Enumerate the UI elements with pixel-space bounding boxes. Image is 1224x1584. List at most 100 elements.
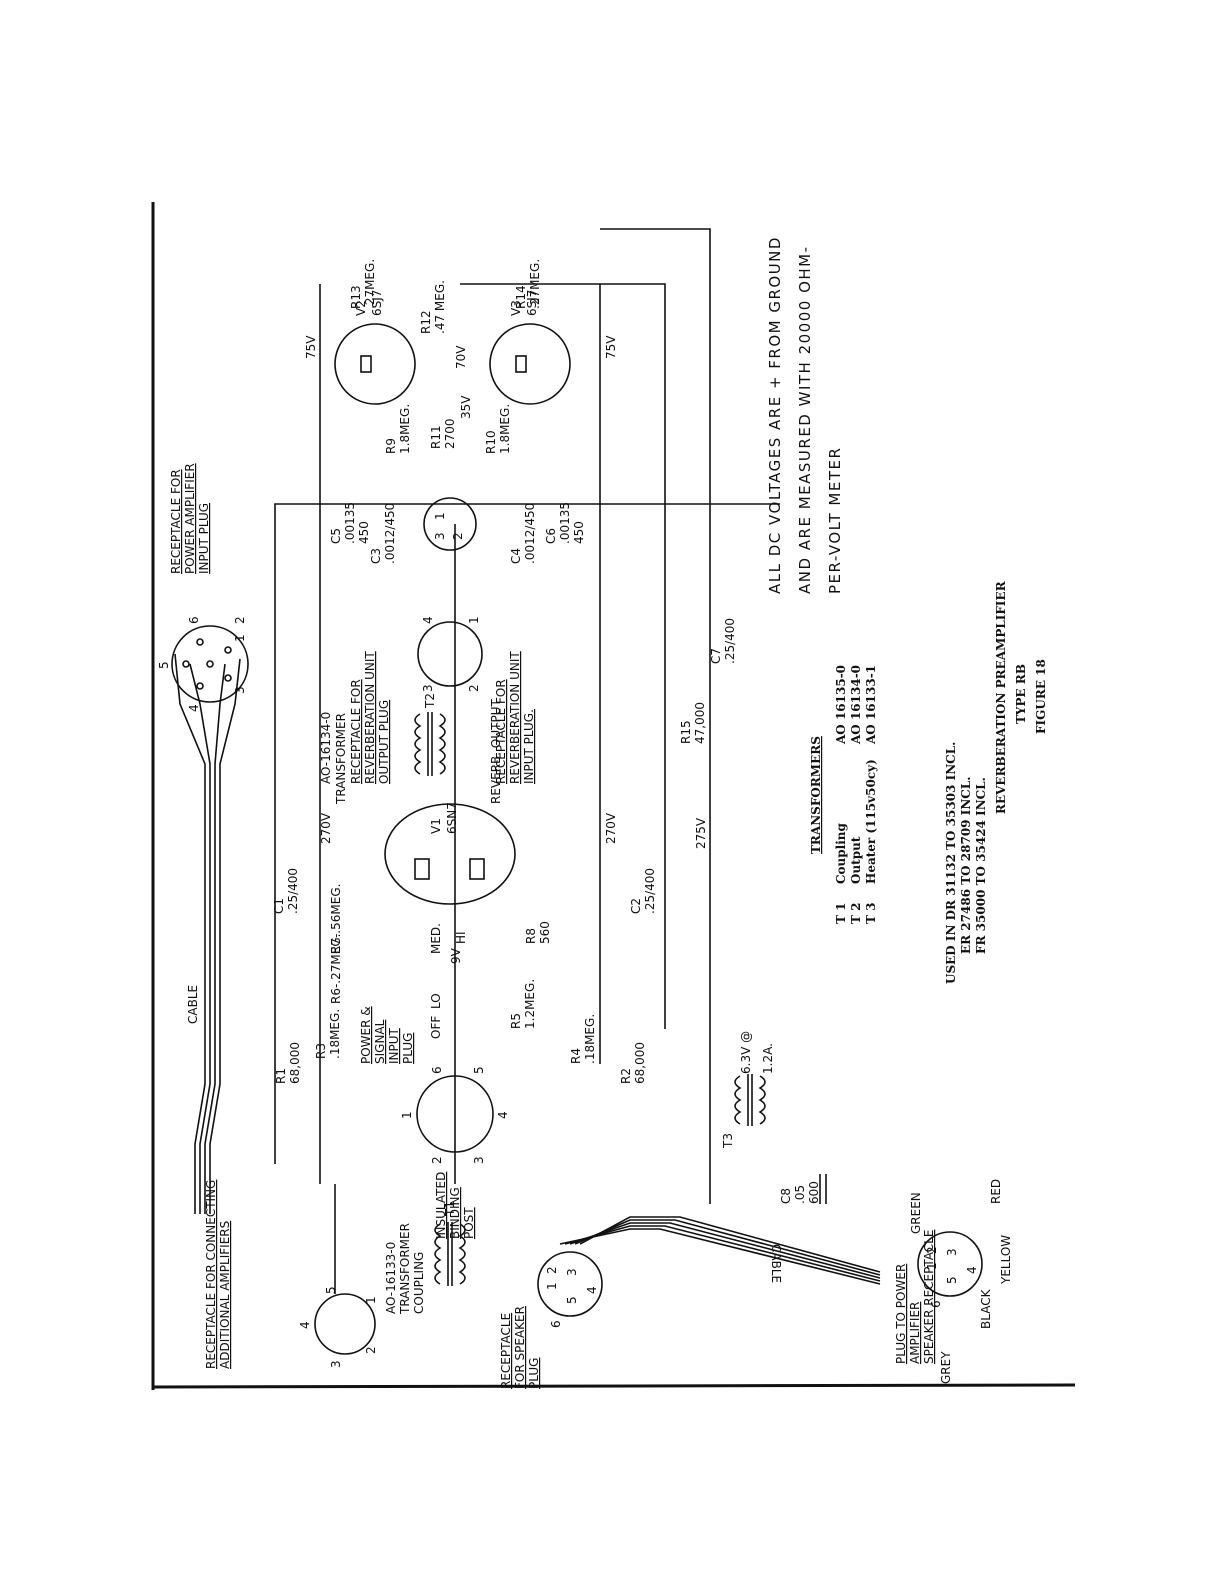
svg-text:BINDING: BINDING	[448, 1187, 462, 1239]
svg-text:Coupling: Coupling	[834, 822, 848, 884]
r8-value: 560	[538, 921, 552, 944]
v3-tube: V3 6SJ7	[489, 290, 571, 405]
svg-text:1: 1	[467, 616, 481, 624]
wire-c1-bus	[274, 503, 780, 1164]
svg-text:RECEPTACLE FOR: RECEPTACLE FOR	[169, 469, 183, 574]
svg-text:TYPE RB: TYPE RB	[1014, 664, 1028, 724]
transformers-table: TRANSFORMERS T 1 Coupling AO 16135-0 T 2…	[809, 665, 878, 924]
svg-text:REVERBERATION UNIT: REVERBERATION UNIT	[508, 651, 522, 784]
t1-label: AO-16133-0 TRANSFORMER COUPLING	[384, 1223, 426, 1315]
svg-text:REVERBERATION PREAMPLIFIER: REVERBERATION PREAMPLIFIER	[994, 580, 1008, 814]
t1-coupling-transformer: T1	[434, 1201, 466, 1286]
c6-rating: 450	[572, 521, 586, 544]
svg-text:2: 2	[545, 1266, 559, 1274]
svg-text:6SN7: 6SN7	[445, 802, 459, 834]
svg-text:5: 5	[565, 1296, 579, 1304]
r14-value: .27MEG.	[528, 259, 542, 309]
bottom-border-line	[152, 1383, 1076, 1389]
usage-notes: USED IN DR 31132 TO 35303 INCL. ER 27486…	[944, 742, 988, 984]
cable-bundle-bottom	[559, 1216, 881, 1285]
svg-text:5: 5	[472, 1066, 486, 1074]
svg-text:INPUT PLUG: INPUT PLUG	[197, 503, 211, 574]
svg-text:6SJ7: 6SJ7	[525, 290, 539, 316]
r10-value: 1.8MEG.	[498, 404, 512, 454]
c5-label: C5	[329, 528, 343, 544]
r15-label: R15	[679, 720, 693, 744]
svg-text:POST: POST	[462, 1207, 476, 1239]
switch-lo-label: LO	[429, 993, 443, 1009]
r9-value: 1.8MEG.	[398, 404, 412, 454]
svg-text:RECEPTACLE FOR: RECEPTACLE FOR	[349, 679, 363, 784]
svg-text:AND ARE MEASURED WITH 20000 OH: AND ARE MEASURED WITH 20000 OHM-	[796, 245, 814, 594]
svg-text:6: 6	[187, 616, 201, 624]
svg-text:600: 600	[807, 1181, 821, 1204]
svg-text:3: 3	[945, 1248, 959, 1256]
svg-text:PLUG: PLUG	[401, 1033, 415, 1064]
wire-red-label: RED	[989, 1179, 1003, 1204]
v75a-label: 75V	[304, 335, 318, 359]
t2-part-label: AO-16134-0	[319, 712, 333, 784]
svg-text:3: 3	[565, 1268, 579, 1276]
svg-text:PLUG: PLUG	[527, 1358, 541, 1389]
cable-top-label: CABLE	[186, 985, 200, 1024]
t3-heater-transformer: T3	[721, 1074, 766, 1149]
svg-text:POWER &: POWER &	[359, 1006, 373, 1064]
c6-label: C6	[544, 528, 558, 544]
plug-to-power-amp-label: PLUG TO POWER AMPLIFIER SPEAKER RECEPTAC…	[894, 1230, 936, 1364]
r10-label: R10	[484, 430, 498, 454]
v2-tube: V2 6SJ7	[334, 290, 416, 405]
svg-text:INSULATED: INSULATED	[434, 1172, 448, 1239]
svg-text:3: 3	[433, 532, 447, 540]
svg-text:FIGURE 18: FIGURE 18	[1034, 659, 1048, 734]
svg-text:ALL DC VOLTAGES ARE + FROM GRO: ALL DC VOLTAGES ARE + FROM GROUND	[766, 236, 784, 594]
svg-text:1: 1	[545, 1282, 559, 1290]
r12-value: .47 MEG.	[433, 280, 447, 334]
svg-text:5: 5	[945, 1276, 959, 1284]
v35-label: 35V	[459, 395, 473, 419]
svg-text:5: 5	[157, 661, 171, 669]
r15-value: 47,000	[693, 702, 707, 744]
cable-bundle-top	[174, 653, 241, 1214]
svg-text:T1: T1	[443, 1201, 457, 1217]
wire-black-label: BLACK	[979, 1288, 993, 1329]
svg-text:RECEPTACLE FOR CONNECTING: RECEPTACLE FOR CONNECTING	[204, 1180, 218, 1369]
r2-label: R2	[619, 1068, 633, 1084]
c5-value: .00135	[343, 502, 357, 544]
svg-text:1: 1	[433, 512, 447, 520]
svg-text:C8: C8	[779, 1188, 793, 1204]
svg-text:AO 16133-1: AO 16133-1	[864, 665, 878, 745]
schematic-diagram: CABLE 54 63 12 RECEPTACLE FOR POWER AMPL…	[157, 228, 1048, 1389]
v70-label: 70V	[454, 345, 468, 369]
power-signal-input-plug: 16 54 32	[400, 1066, 510, 1164]
svg-text:Output: Output	[849, 836, 863, 884]
r5-label: R5	[509, 1013, 523, 1029]
power-amp-input-receptacle: 54 63 12	[157, 616, 249, 712]
r13-value: .27MEG.	[363, 259, 377, 309]
r5-value: 1.2MEG.	[523, 979, 537, 1029]
r11-value: 2700	[443, 418, 457, 449]
additional-amps-receptacle: 45 32 1	[298, 1286, 378, 1368]
r8-label: R8	[524, 928, 538, 944]
additional-amps-label: RECEPTACLE FOR CONNECTING ADDITIONAL AMP…	[204, 1180, 232, 1369]
svg-text:V2: V2	[354, 300, 368, 316]
c8-capacitor: C8 .05 600	[779, 1174, 827, 1204]
speaker-receptacle: 12 53 46	[537, 1251, 603, 1328]
svg-text:ER 27486 TO 28709 INCL.: ER 27486 TO 28709 INCL.	[959, 777, 973, 954]
reverb-center-socket: 31 2	[423, 497, 477, 551]
wire-grey-label: GREY	[939, 1351, 953, 1384]
svg-text:1: 1	[364, 1296, 378, 1304]
reverb-output-label: REVERB. OUTPUT	[489, 699, 503, 804]
svg-text:V3: V3	[509, 300, 523, 316]
svg-text:4: 4	[585, 1286, 599, 1294]
wire-green-label: GREEN	[909, 1192, 923, 1234]
power-amp-speaker-plug: 12 53 46	[917, 1231, 983, 1308]
svg-text:AMPLIFIER: AMPLIFIER	[908, 1302, 922, 1364]
svg-text:INPUT PLUG.: INPUT PLUG.	[522, 709, 536, 784]
speaker-plug-label: RECEPTACLE FOR SPEAKER PLUG	[499, 1306, 541, 1389]
heater-voltage-label: 6.3V @	[739, 1031, 753, 1074]
svg-text:4: 4	[187, 704, 201, 712]
power-amp-input-label: RECEPTACLE FOR POWER AMPLIFIER INPUT PLU…	[169, 463, 211, 574]
r13-label: R13	[349, 285, 363, 309]
